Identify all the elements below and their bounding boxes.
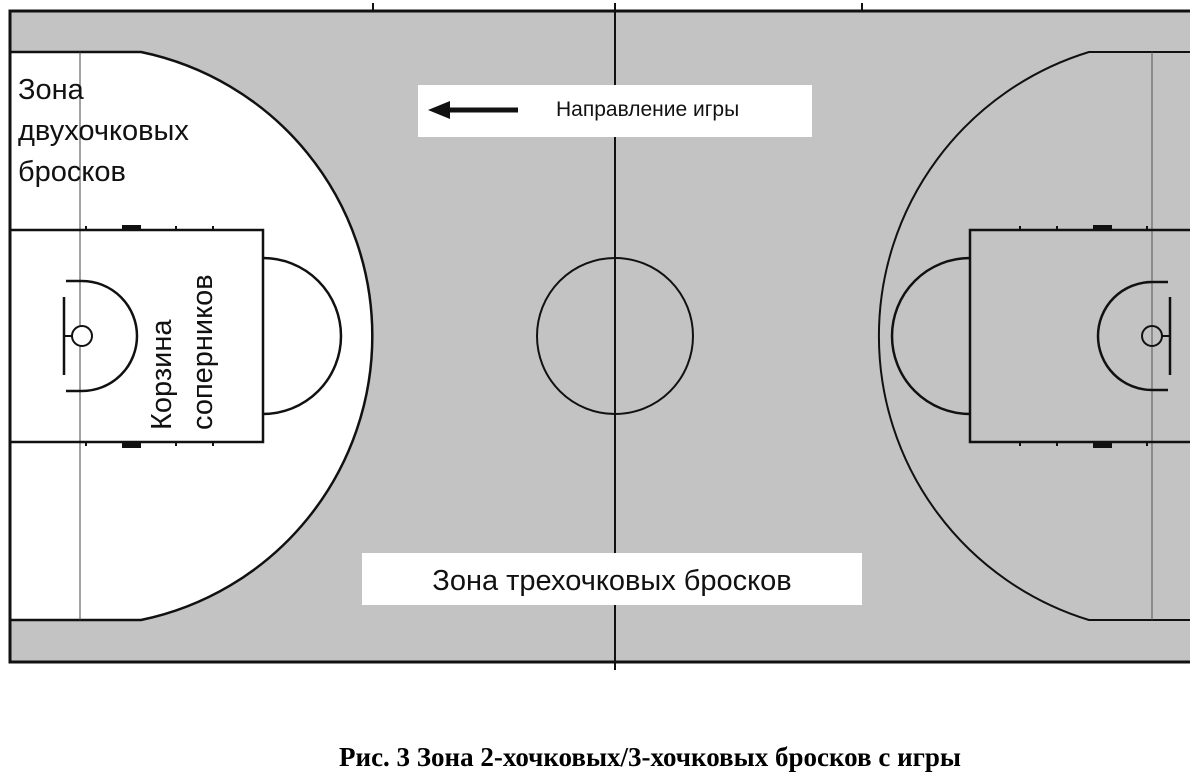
right-three-point-line	[877, 51, 1190, 621]
opponent-basket-label: Корзина соперников	[146, 274, 219, 430]
left-restricted-arc	[66, 279, 139, 393]
two-point-zone-area	[8, 50, 374, 622]
right-free-throw-arc	[890, 256, 971, 416]
right-lane-marks	[1019, 225, 1148, 448]
right-key	[968, 228, 1190, 444]
right-restricted-arc	[1096, 280, 1168, 392]
two-point-zone-label: Зона двухочковых бросков	[18, 74, 197, 188]
arrow-left-icon	[428, 101, 518, 119]
left-basket	[71, 325, 93, 347]
direction-label: Направление игры	[556, 98, 739, 121]
three-point-zone-label: Зона трехочковых бросков	[432, 565, 791, 597]
center-circle	[536, 257, 694, 415]
left-lane-marks	[85, 225, 214, 448]
figure-caption: Рис. 3 Зона 2-хочковых/3-хочковых броско…	[339, 742, 961, 772]
left-free-throw-arc	[262, 256, 343, 416]
right-basket	[1141, 325, 1163, 347]
three-point-zone-label-box	[362, 553, 862, 605]
